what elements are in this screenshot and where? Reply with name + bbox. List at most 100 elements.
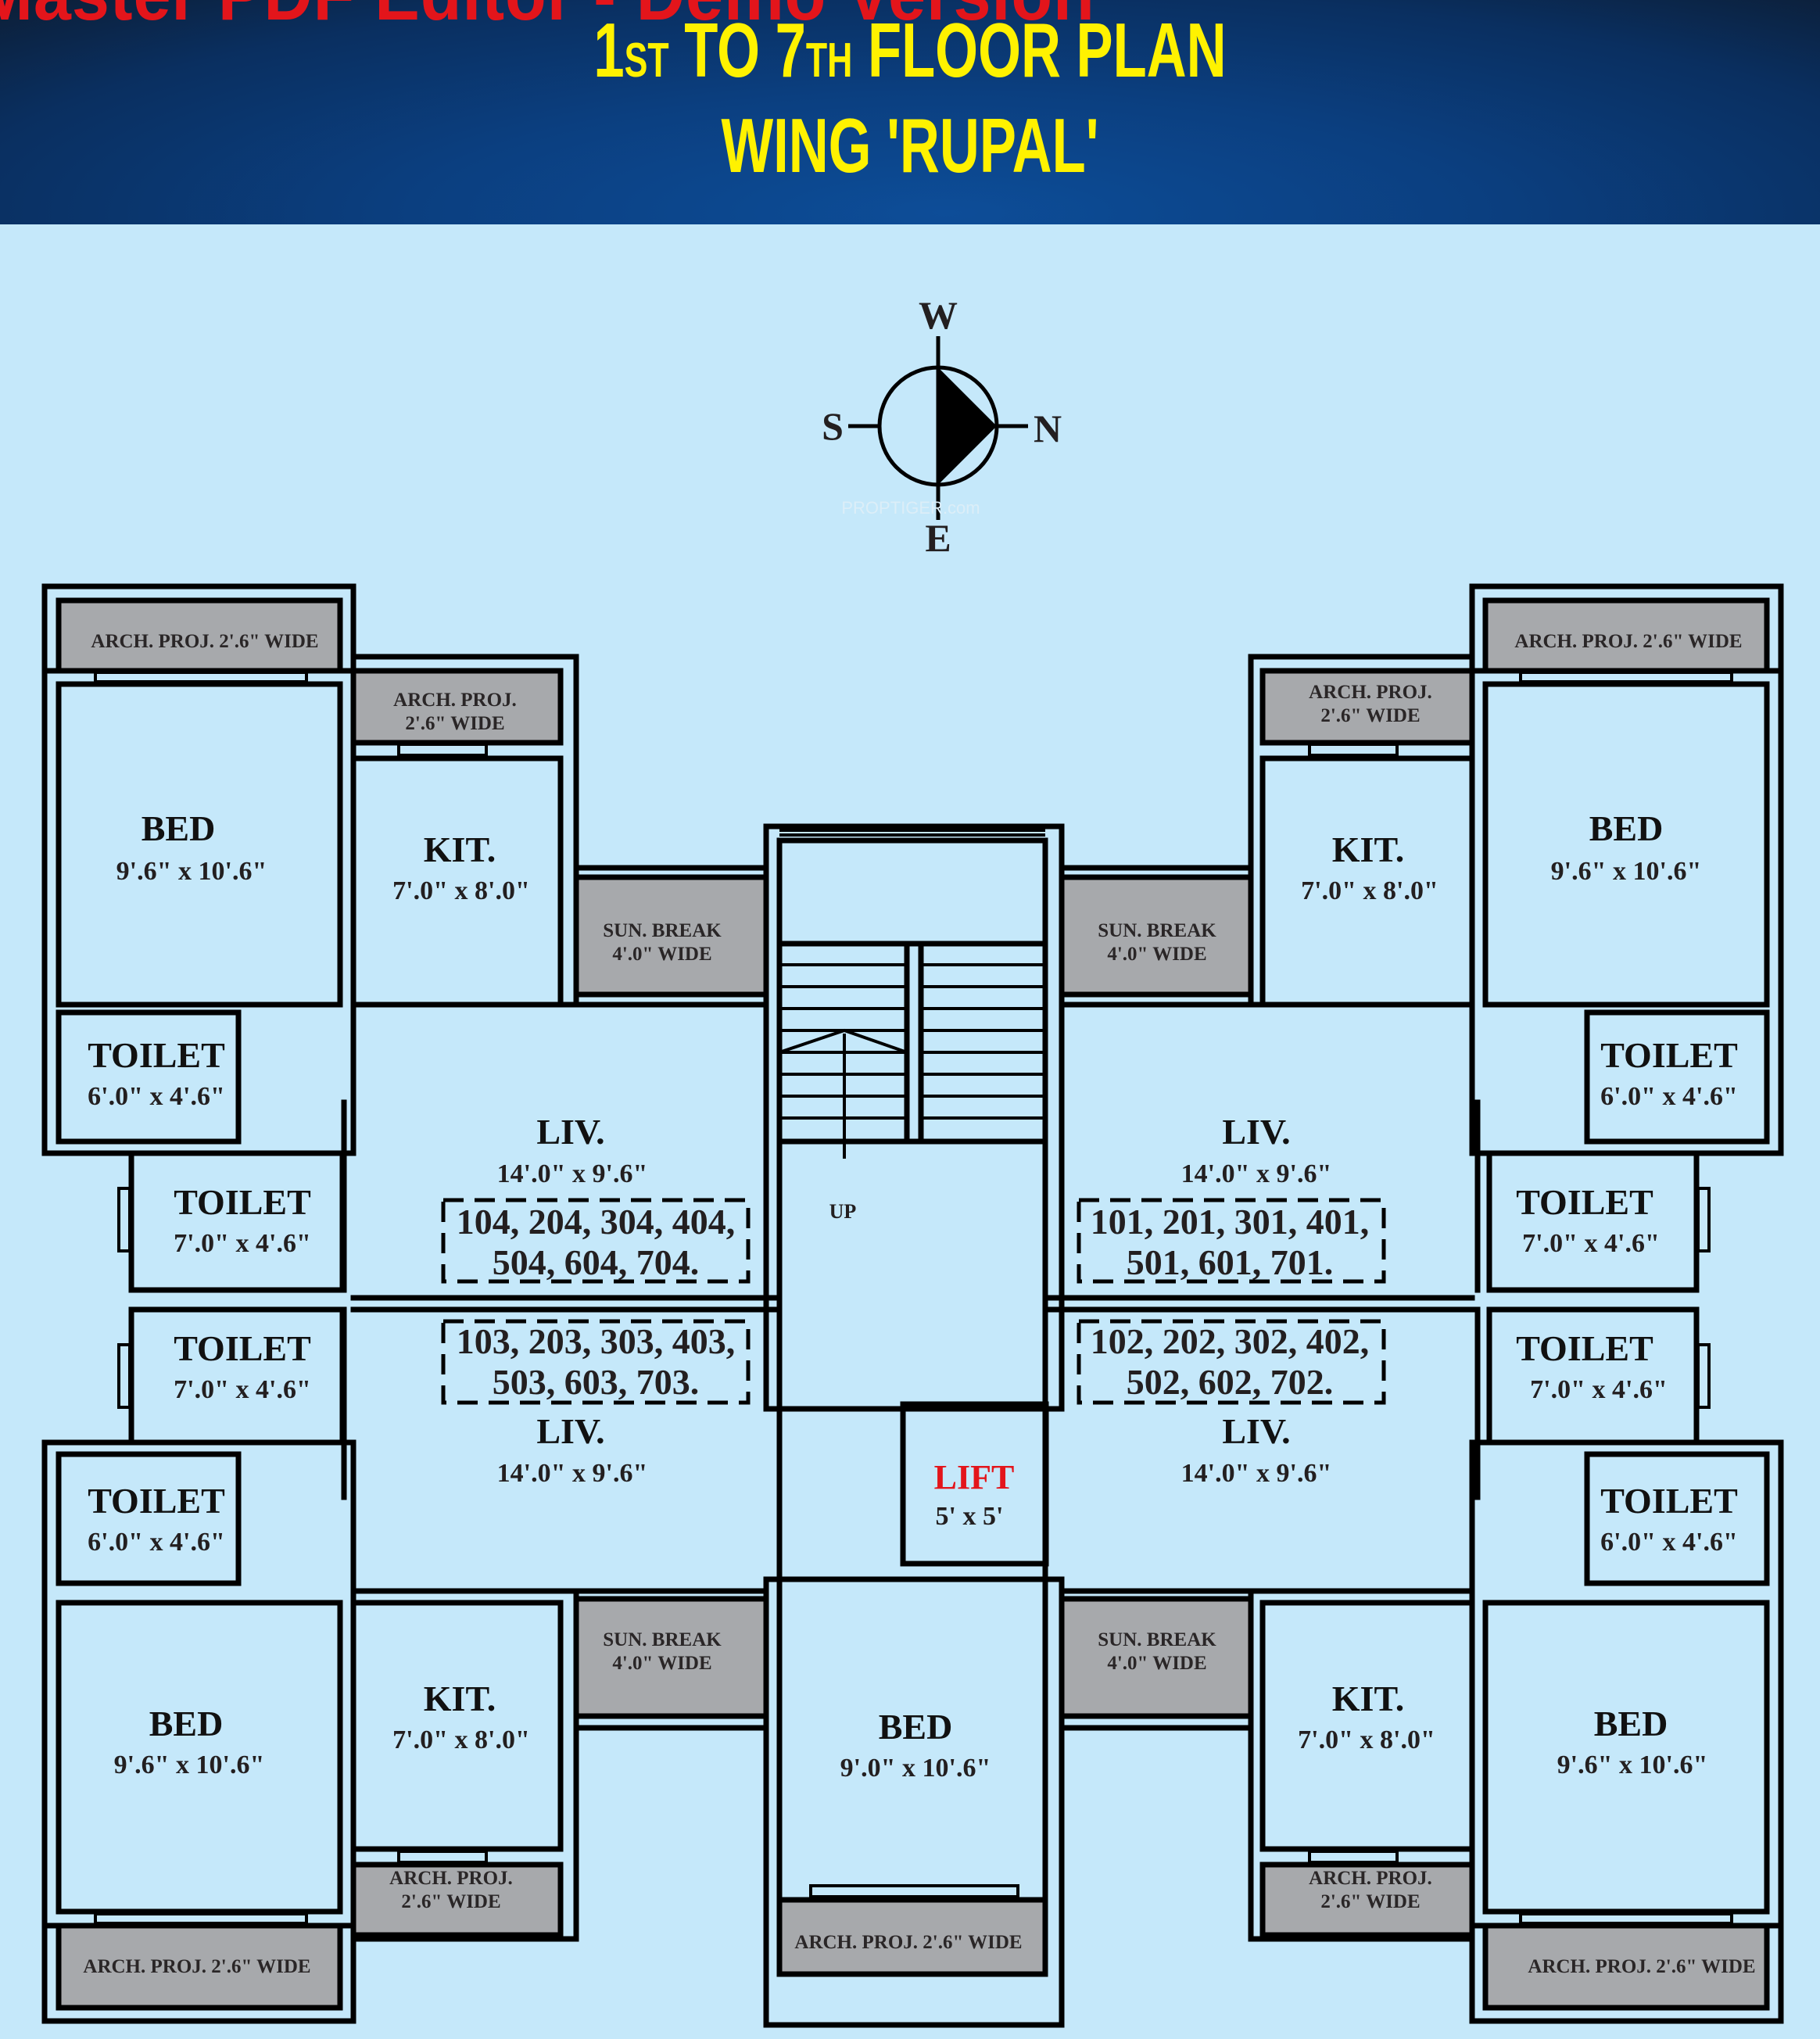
room-name-toilet: TOILET (1516, 1328, 1653, 1368)
bed-room-outline (1482, 681, 1770, 1008)
lift-dim: 5' x 5' (936, 1502, 1004, 1531)
flat-numbers: 501, 601, 701. (1127, 1242, 1334, 1282)
room-dim-toilet: 6'.0" x 4'.6" (1600, 1528, 1738, 1557)
room-name-toilet: TOILET (88, 1481, 225, 1521)
arch-projection (56, 1923, 343, 2011)
arch-projection-label: ARCH. PROJ. (1309, 682, 1432, 703)
sun-break-label: SUN. BREAK (1098, 920, 1216, 941)
window (117, 1187, 131, 1252)
up-arrow-icon (779, 1028, 908, 1159)
arch-projection (56, 597, 343, 674)
arch-projection-label: 2'.6" WIDE (1320, 705, 1420, 726)
flat-101-block (1043, 583, 1784, 1313)
window (809, 1884, 1019, 1898)
sun-break (1059, 1596, 1254, 1719)
arch-projection (350, 668, 564, 746)
window (397, 743, 488, 757)
flat-104-block (41, 583, 781, 1313)
flat-103-block (41, 1306, 769, 2024)
room-name-kitchen: KIT. (424, 830, 496, 869)
room-name-toilet: TOILET (174, 1328, 311, 1368)
kitchen-outline (350, 755, 564, 1008)
title-part: TO 7 (668, 7, 806, 93)
arch-projection-label: 2'.6" WIDE (401, 1891, 500, 1912)
room-name-toilet: TOILET (1600, 1035, 1738, 1075)
toilet-outline (1584, 1009, 1770, 1145)
room-dim-living: 14'.0" x 9'.6" (497, 1459, 648, 1488)
arch-projection-label: 2'.6" WIDE (1320, 1891, 1420, 1912)
flat-number-box (441, 1198, 751, 1284)
sun-break-label: SUN. BREAK (603, 920, 722, 941)
sun-break-label: 4'.0" WIDE (612, 944, 711, 965)
room-dim-toilet: 7'.0" x 4'.6" (1522, 1229, 1660, 1258)
room-name-living: LIV. (536, 1411, 604, 1451)
flat-number-box (1077, 1319, 1386, 1405)
proptiger-watermark: PROPTIGER.com (841, 498, 980, 518)
room-name-kitchen: KIT. (1332, 1679, 1404, 1718)
sun-break (1059, 874, 1254, 998)
room-name-toilet: TOILET (174, 1182, 311, 1222)
flat-numbers: 101, 201, 301, 401, (1091, 1202, 1370, 1242)
room-dim-toilet: 7'.0" x 4'.6" (174, 1229, 311, 1258)
window (397, 1850, 488, 1864)
window (1308, 1850, 1399, 1864)
arch-projection-label: ARCH. PROJ. (393, 690, 517, 711)
room-name-bed: BED (142, 808, 216, 848)
lift-label: LIFT (934, 1458, 1015, 1496)
room-dim-toilet: 7'.0" x 4'.6" (1530, 1375, 1668, 1404)
title-ordinal: ST (624, 34, 669, 88)
flat-numbers: 104, 204, 304, 404, (457, 1202, 736, 1242)
room-dim-bed: 9'.6" x 10'.6" (114, 1751, 265, 1779)
sun-break-label: SUN. BREAK (603, 1629, 722, 1650)
stair-up-label: UP (829, 1200, 857, 1223)
room-dim-living: 14'.0" x 9'.6" (497, 1159, 648, 1188)
room-dim-bed: 9'.6" x 10'.6" (116, 857, 267, 886)
arch-projection (1259, 1862, 1475, 1938)
compass-icon: W E S N PROPTIGER.com (822, 293, 1062, 560)
room-dim-toilet: 6'.0" x 4'.6" (88, 1082, 225, 1111)
bed-room-outline (1482, 1600, 1770, 1915)
sun-break-label: 4'.0" WIDE (1107, 1653, 1206, 1674)
flat-numbers: 503, 603, 703. (493, 1362, 700, 1402)
sun-break (573, 1596, 769, 1719)
arch-projection-label: 2'.6" WIDE (405, 713, 504, 734)
room-name-living: LIV. (1222, 1411, 1290, 1451)
stair-core: UP (763, 823, 1065, 2028)
arch-projection (350, 1862, 564, 1938)
kitchen-outline (1259, 1600, 1475, 1852)
room-dim-toilet: 7'.0" x 4'.6" (174, 1375, 311, 1404)
room-name-living: LIV. (536, 1112, 604, 1152)
room-name-toilet: TOILET (88, 1035, 225, 1075)
room-dim-kitchen: 7'.0" x 8'.0" (392, 876, 530, 905)
title-part: FLOOR PLAN (852, 7, 1227, 93)
sun-break-label: SUN. BREAK (1098, 1629, 1216, 1650)
compass-south: S (822, 404, 844, 448)
arch-projection-label: ARCH. PROJ. 2'.6" WIDE (91, 631, 318, 652)
compass-east: E (925, 516, 951, 560)
arch-projection-label: ARCH. PROJ. 2'.6" WIDE (1514, 631, 1742, 652)
room-dim-living: 14'.0" x 9'.6" (1181, 1159, 1332, 1188)
header-banner: Master PDF Editor - Demo Version 1ST TO … (0, 0, 1820, 224)
room-name-kitchen: KIT. (424, 1679, 496, 1718)
arch-projection-label: ARCH. PROJ. (1309, 1868, 1432, 1889)
compass-west: W (919, 293, 958, 337)
kitchen-outline (1259, 755, 1475, 1008)
plan-title: 1ST TO 7TH FLOOR PLAN (255, 6, 1565, 95)
window (94, 671, 308, 683)
kitchen-outline (350, 1600, 564, 1852)
arch-projection (776, 1897, 1048, 1977)
arch-projection-label: ARCH. PROJ. 2'.6" WIDE (83, 1956, 310, 1977)
room-dim-kitchen: 7'.0" x 8'.0" (392, 1725, 530, 1754)
arch-projection (1259, 668, 1475, 746)
room-dim-kitchen: 7'.0" x 8'.0" (1301, 876, 1438, 905)
stair-treads (779, 963, 1045, 1120)
room-name-toilet: TOILET (1516, 1182, 1653, 1222)
flat-numbers: 103, 203, 303, 403, (457, 1321, 736, 1361)
flat-number-box (441, 1319, 751, 1405)
flat-numbers: 502, 602, 702. (1127, 1362, 1334, 1402)
sun-break-label: 4'.0" WIDE (612, 1653, 711, 1674)
flat-102-block (1059, 1306, 1784, 2024)
arch-projection (1482, 597, 1770, 674)
bed-room-outline (56, 681, 343, 1008)
